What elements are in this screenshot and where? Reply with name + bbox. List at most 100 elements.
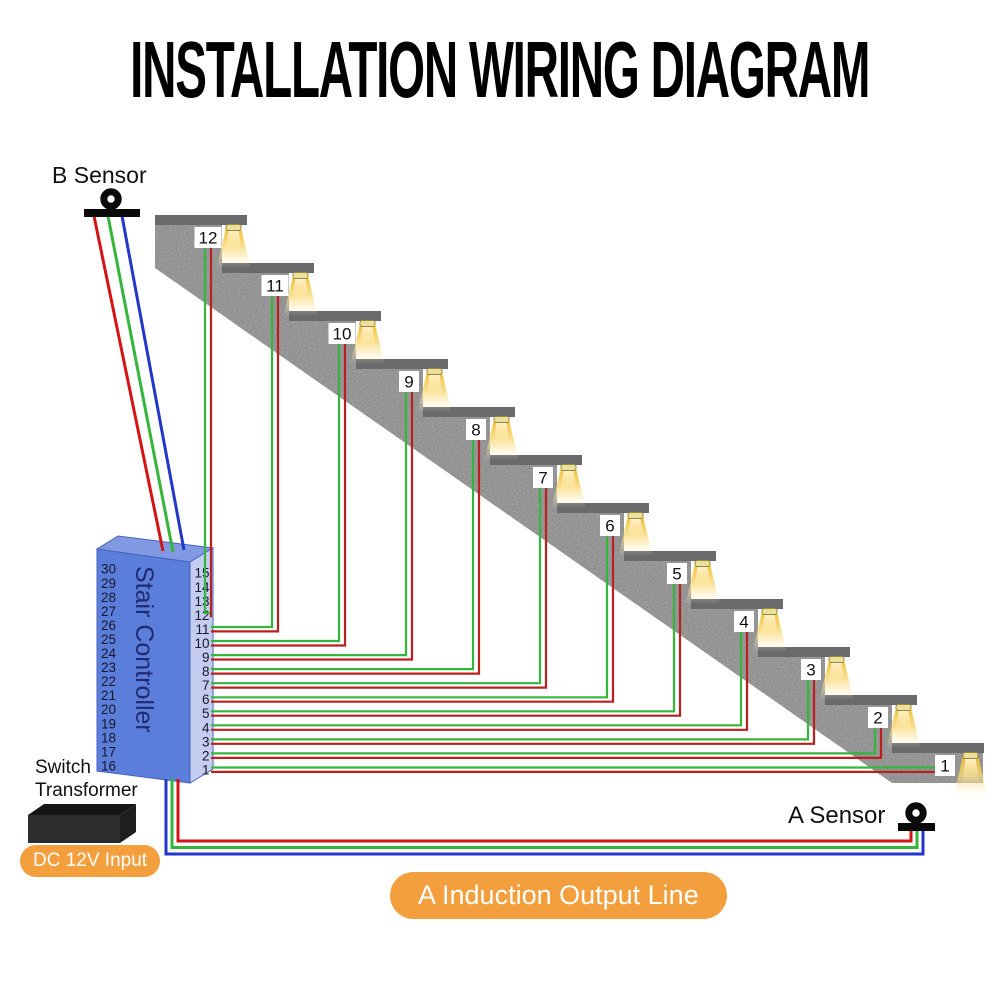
- light-glow-core-3: [827, 662, 846, 689]
- light-fixture-10: [359, 320, 376, 327]
- light-fixture-5: [694, 560, 711, 567]
- wire-green-step-12: [203, 228, 211, 614]
- step-label-4: 4: [739, 613, 748, 632]
- wire-red-step-11: [211, 276, 280, 633]
- wires: [92, 215, 950, 856]
- controller-left-pin-25: 25: [101, 632, 116, 647]
- wire-red-step-4: [211, 612, 749, 731]
- wire-red-step-7: [211, 468, 548, 689]
- controller-left-pin-18: 18: [101, 730, 116, 745]
- wire-red-step-8: [211, 420, 481, 675]
- controller-left-pin-30: 30: [101, 562, 116, 577]
- step-label-box-7: [533, 467, 553, 488]
- light-fixture-8: [493, 416, 510, 423]
- step-label-5: 5: [672, 565, 681, 584]
- controller-right-pin-10: 10: [194, 636, 209, 651]
- step-tread: [490, 455, 582, 465]
- light-fixture-6: [627, 512, 644, 519]
- transformer-side-face: [120, 804, 136, 843]
- a-sensor-label: A Sensor: [788, 802, 886, 829]
- wire-green-step-8: [211, 420, 475, 671]
- light-glow-core-12: [224, 230, 243, 257]
- step-label-10: 10: [333, 325, 352, 344]
- light-fixture-12: [225, 224, 242, 231]
- controller-right-pin-7: 7: [202, 678, 210, 693]
- controller-right-pin-6: 6: [202, 692, 210, 707]
- wire-b-sensor-blue: [120, 215, 186, 551]
- controller-left-pin-20: 20: [101, 702, 116, 717]
- wire-b-sensor-green: [106, 215, 175, 553]
- wire-red-step-3: [211, 660, 816, 745]
- light-fixture-1: [962, 752, 979, 759]
- light-glow-core-7: [559, 470, 578, 497]
- light-fixture-3: [828, 656, 845, 663]
- controller-left-pin-28: 28: [101, 590, 116, 605]
- step-label-box-4: [734, 611, 754, 632]
- transformer-top-face: [28, 804, 136, 815]
- controller-right-pin-3: 3: [202, 734, 210, 749]
- controller-right-pin-14: 14: [194, 580, 210, 595]
- wire-red-step-5: [211, 564, 682, 717]
- controller-right-pin-15: 15: [194, 566, 209, 581]
- step-tread: [423, 407, 515, 417]
- wire-green-step-9: [211, 372, 408, 657]
- controller-right-pin-11: 11: [195, 622, 209, 637]
- wire-b-sensor-red: [92, 215, 165, 552]
- page-title: INSTALLATION WIRING DIAGRAM: [0, 24, 1000, 115]
- stair-controller-box: Stair Controller302928272625242322212019…: [95, 535, 215, 784]
- controller-left-pin-26: 26: [101, 618, 116, 633]
- step-label-2: 2: [873, 709, 882, 728]
- wire-green-step-5: [211, 564, 676, 713]
- step-label-12: 12: [199, 229, 218, 248]
- step-label-3: 3: [806, 661, 815, 680]
- light-glow-core-5: [693, 566, 712, 593]
- step-label-1: 1: [940, 757, 949, 776]
- light-fixture-9: [426, 368, 443, 375]
- light-fixture-2: [895, 704, 912, 711]
- controller-left-pin-24: 24: [101, 646, 117, 661]
- controller-left-pin-23: 23: [101, 660, 116, 675]
- step-label-box-1: [935, 755, 955, 776]
- light-glow-core-9: [425, 374, 444, 401]
- wire-green-step-11: [211, 276, 274, 629]
- step-label-9: 9: [404, 373, 413, 392]
- step-label-6: 6: [605, 517, 614, 536]
- step-tread: [356, 359, 448, 369]
- step-lights: [216, 224, 988, 796]
- wire-green-step-10: [211, 324, 341, 643]
- concrete-stringer: [155, 225, 983, 783]
- induction-output-badge: A Induction Output Line: [390, 872, 727, 919]
- wire-a-sensor-red: [176, 779, 913, 843]
- light-fixture-7: [560, 464, 577, 471]
- light-glow-core-11: [291, 278, 310, 305]
- light-fixture-11: [292, 272, 309, 279]
- controller-left-pin-21: 21: [101, 688, 116, 703]
- wire-green-step-3: [211, 660, 810, 741]
- controller-left-pin-27: 27: [101, 604, 116, 619]
- step-label-box-8: [466, 419, 486, 440]
- b-sensor-icon-bar: [84, 209, 140, 217]
- step-tread: [758, 647, 850, 657]
- step-tread: [624, 551, 716, 561]
- step-label-box-11: [261, 275, 289, 296]
- step-tread: [825, 695, 917, 705]
- wire-a-sensor-blue: [164, 779, 925, 856]
- step-label-box-3: [801, 659, 821, 680]
- wire-green-step-7: [211, 468, 542, 685]
- step-tread: [557, 503, 649, 513]
- step-tread: [155, 215, 247, 225]
- b-sensor-label: B Sensor: [52, 162, 147, 188]
- controller-left-pin-22: 22: [101, 674, 116, 689]
- controller-right-pin-4: 4: [202, 720, 210, 735]
- step-label-box-12: [194, 227, 222, 248]
- light-glow-core-8: [492, 422, 511, 449]
- wire-red-step-9: [211, 372, 414, 661]
- step-label-box-5: [667, 563, 687, 584]
- a-sensor-icon-bar: [898, 823, 935, 831]
- light-fixture-4: [761, 608, 778, 615]
- dc-input-badge: DC 12V Input: [20, 845, 161, 877]
- controller-right-pin-5: 5: [202, 706, 210, 721]
